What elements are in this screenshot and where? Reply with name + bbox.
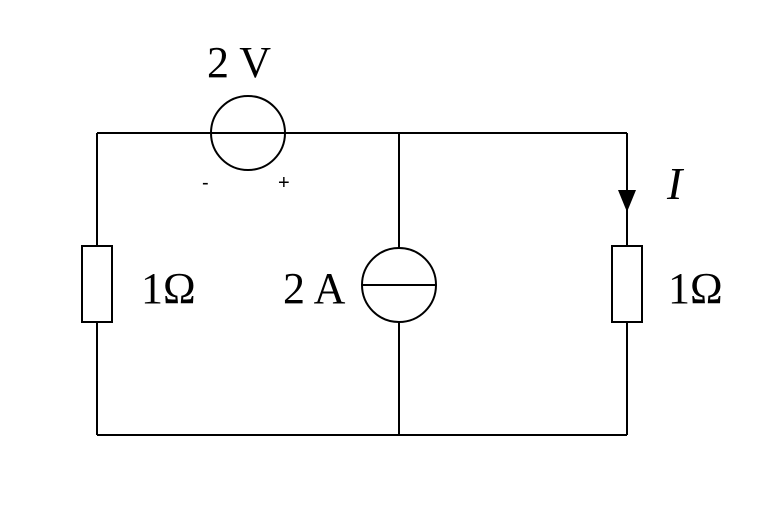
current-source-label: 2 A xyxy=(283,264,346,313)
current-source xyxy=(361,247,437,323)
right-resistor xyxy=(611,245,643,323)
current-arrow-icon xyxy=(618,190,636,212)
voltage-minus-sign: - xyxy=(202,172,209,194)
right-resistor-label: 1Ω xyxy=(668,264,723,313)
voltage-plus-sign: + xyxy=(278,172,290,194)
left-resistor-label: 1Ω xyxy=(141,264,196,313)
left-resistor xyxy=(81,245,113,323)
voltage-source xyxy=(210,95,286,171)
voltage-source-label: 2 V xyxy=(207,38,271,87)
current-label: I xyxy=(666,158,685,209)
